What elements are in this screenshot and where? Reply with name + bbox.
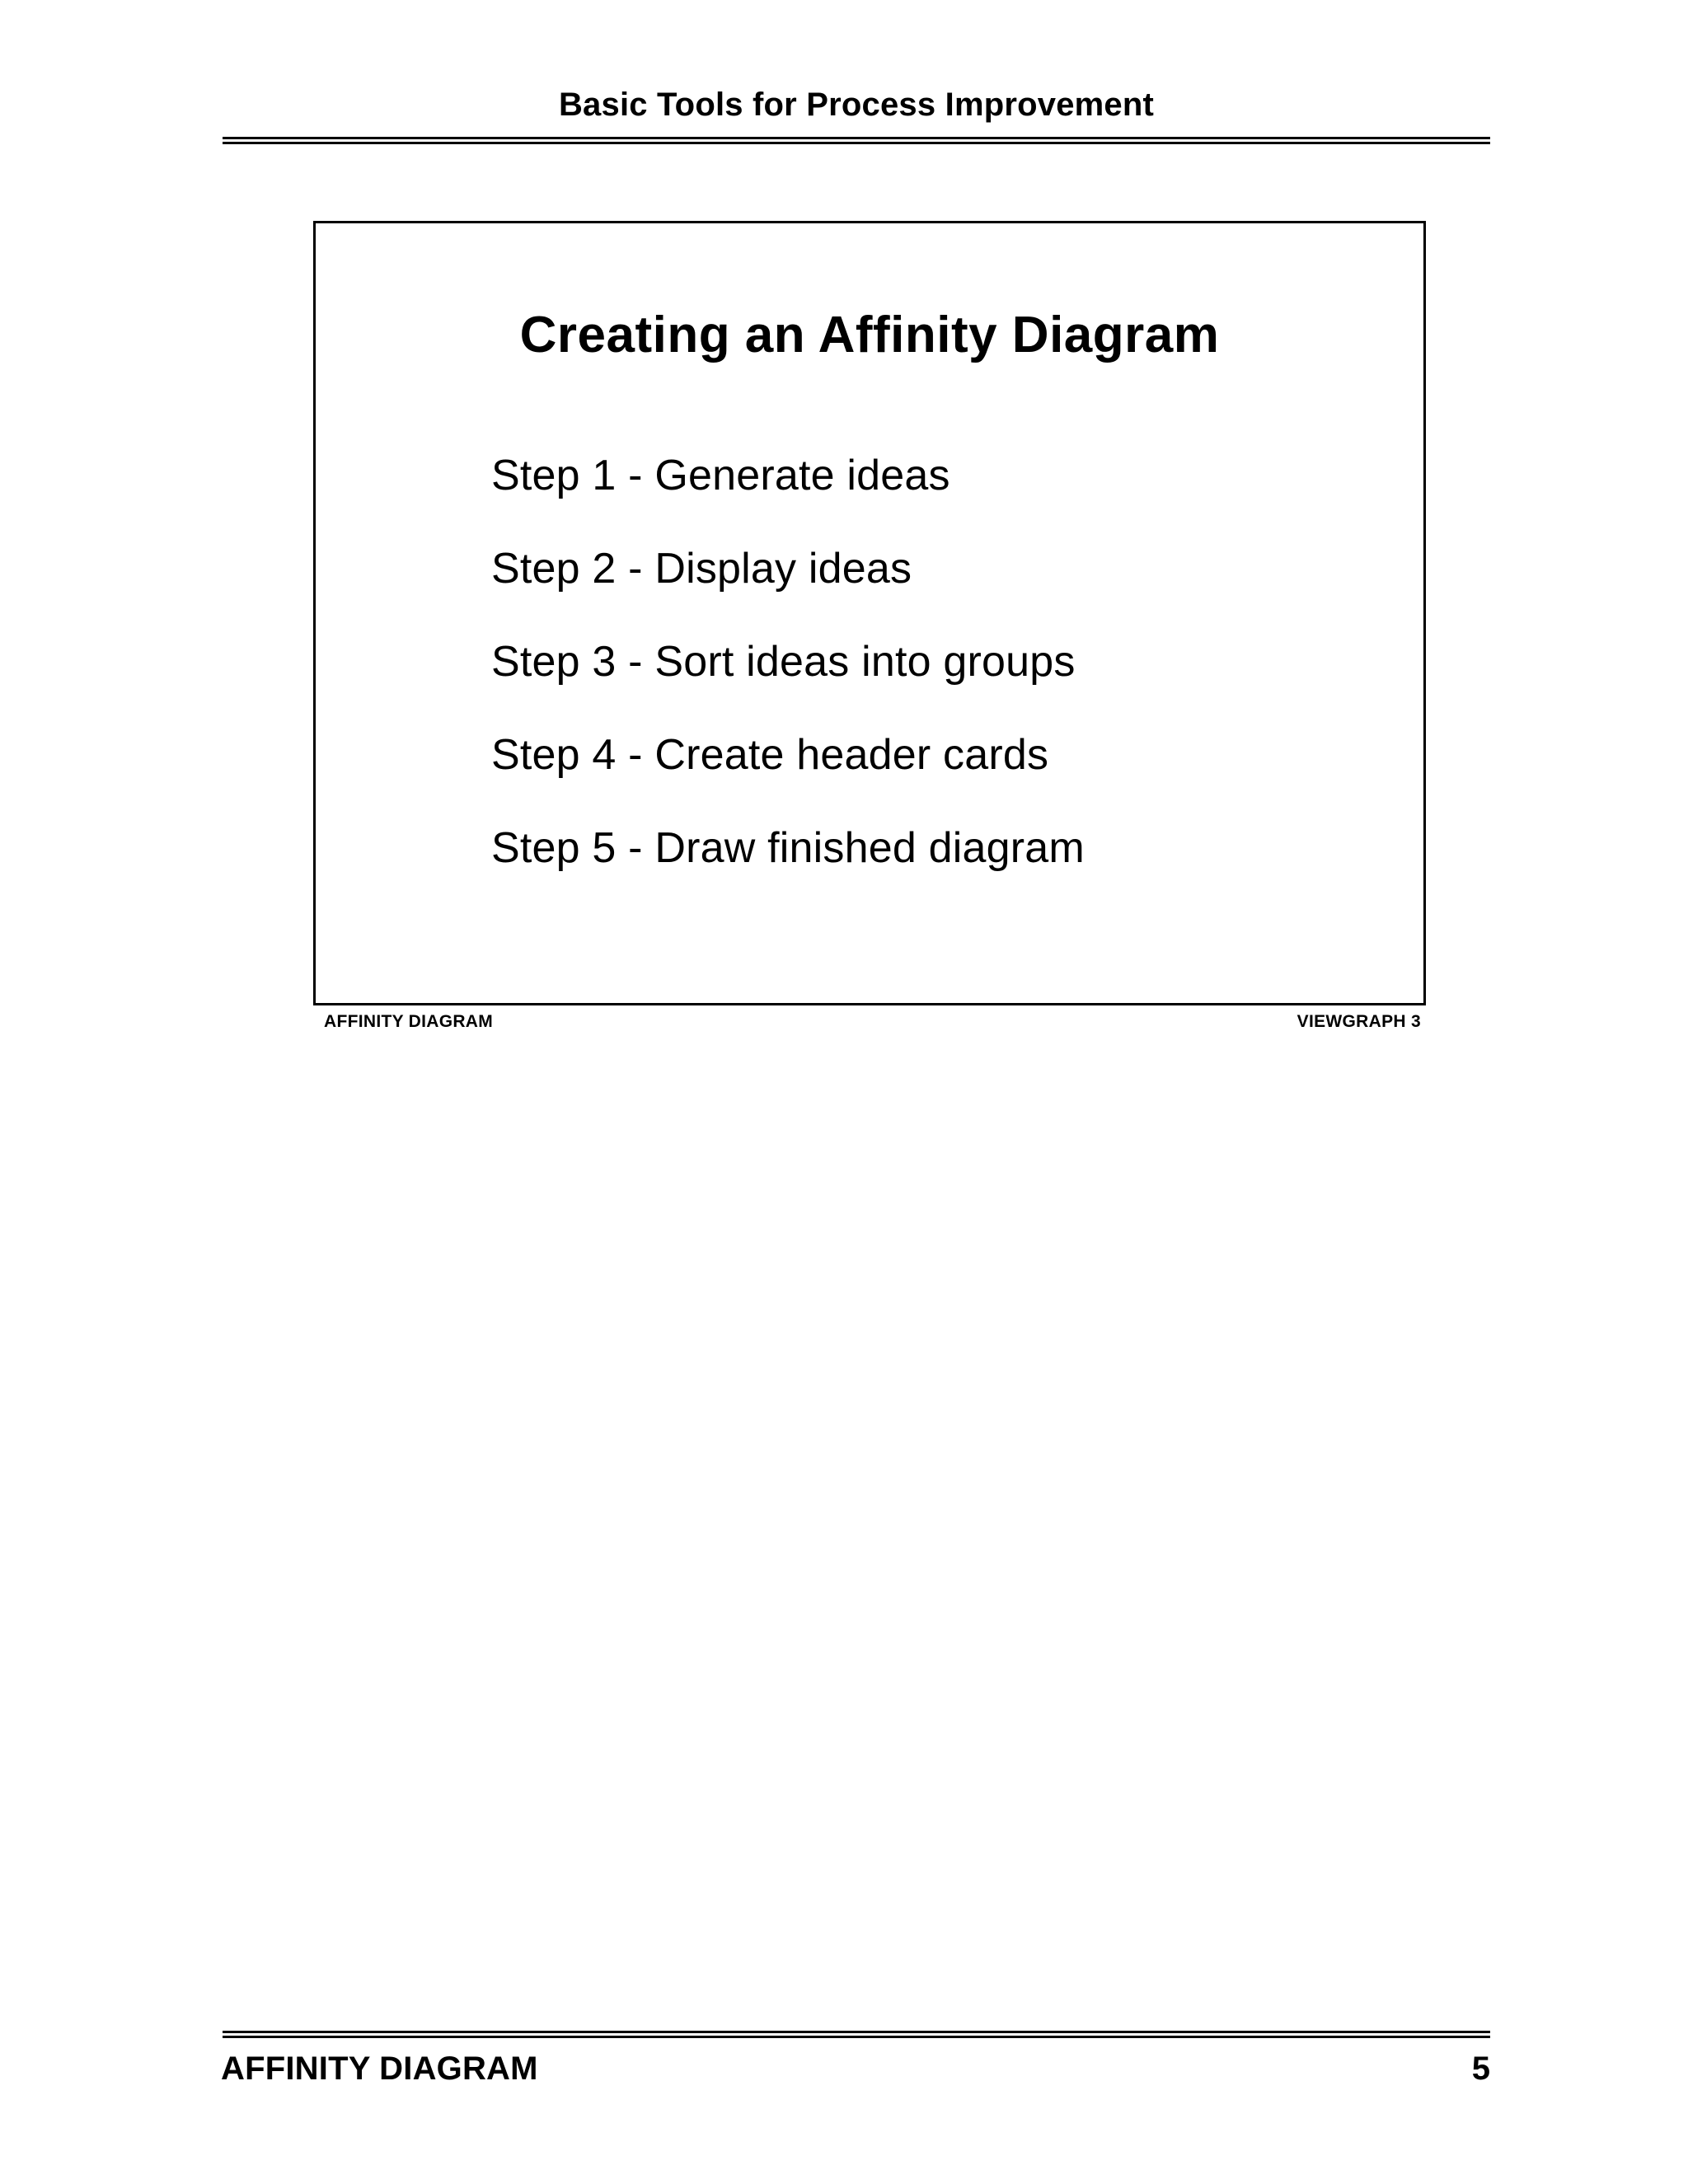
viewgraph-step-list: Step 1 - Generate ideas Step 2 - Display… [491, 454, 1365, 920]
page-header-title: Basic Tools for Process Improvement [558, 87, 1155, 123]
footer-page-number: 5 [1471, 2050, 1490, 2087]
footer-section-label: AFFINITY DIAGRAM [221, 2050, 538, 2087]
list-item: Step 2 - Display ideas [491, 545, 912, 593]
footer-double-rule [223, 2031, 1490, 2038]
list-item: Step 3 - Sort ideas into groups [491, 638, 1076, 686]
header-double-rule [223, 137, 1490, 144]
list-item: Step 5 - Draw finished diagram [491, 824, 1085, 872]
list-item: Step 1 - Generate ideas [491, 452, 950, 499]
viewgraph-caption-right: VIEWGRAPH 3 [1296, 1012, 1421, 1031]
viewgraph-title: Creating an Affinity Diagram [519, 307, 1220, 363]
viewgraph-caption-row: AFFINITY DIAGRAM VIEWGRAPH 3 [313, 1012, 1426, 1037]
list-item: Step 4 - Create header cards [491, 731, 1049, 779]
viewgraph-caption-left: AFFINITY DIAGRAM [324, 1012, 494, 1031]
viewgraph-box: Creating an Affinity Diagram Step 1 - Ge… [313, 221, 1426, 1005]
